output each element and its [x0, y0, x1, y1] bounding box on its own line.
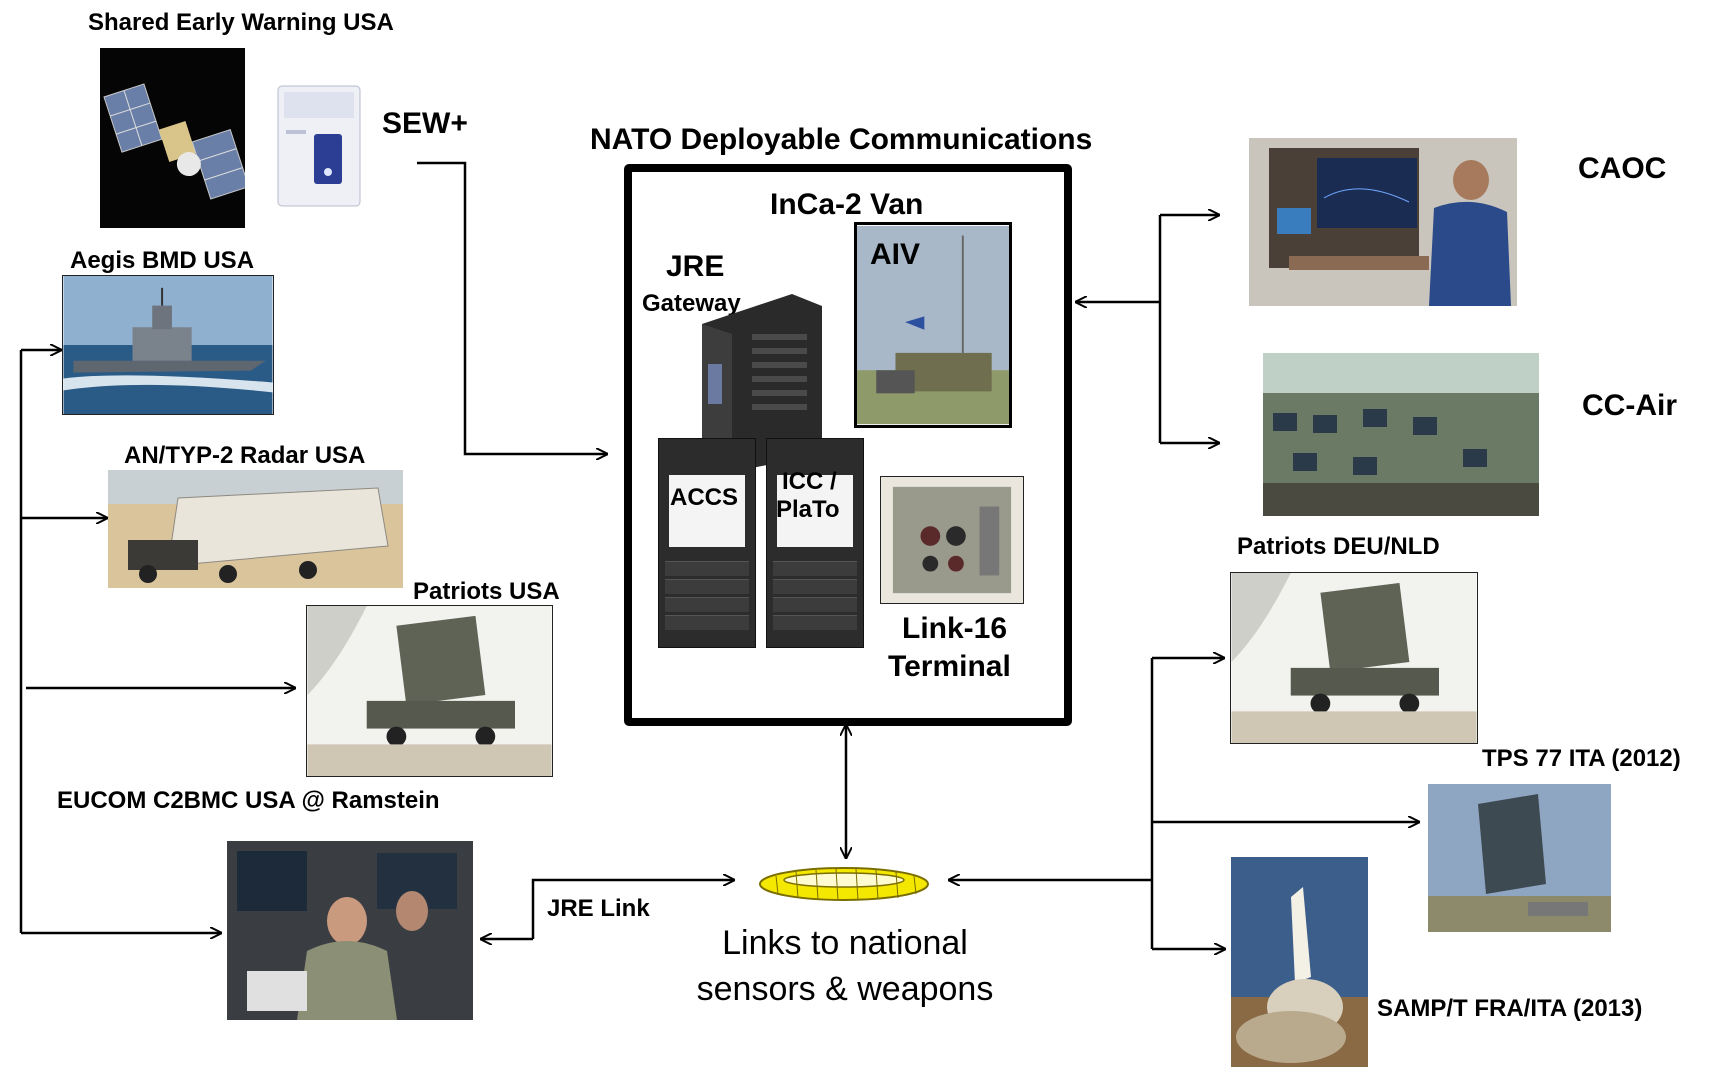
inca2-van-box: InCa-2 Van JRE Gateway AIV ACCS [624, 164, 1072, 726]
jre-link-line [531, 880, 735, 939]
plato-label: PlaTo [776, 496, 840, 523]
aegis-ship-image [62, 275, 274, 415]
tps77-label: TPS 77 ITA (2012) [1482, 745, 1681, 772]
caoc-image [1249, 138, 1517, 306]
jre-gateway-label: Gateway [642, 290, 741, 317]
inca2-van-title: InCa-2 Van [770, 188, 924, 221]
sampt-label: SAMP/T FRA/ITA (2013) [1377, 995, 1643, 1022]
link16-label-2: Terminal [888, 650, 1011, 683]
link16-label-1: Link-16 [902, 612, 1008, 645]
diagram-title: NATO Deployable Communications [590, 123, 1093, 156]
sew-server-image [270, 82, 368, 210]
links-caption-line2: sensors & weapons [696, 970, 994, 1008]
tps77-radar-image [1428, 784, 1611, 932]
link16-terminal-image [880, 476, 1024, 604]
accs-rack [658, 438, 756, 648]
jre-title: JRE [666, 250, 725, 283]
jre-gateway-image [692, 284, 832, 474]
antyp2-radar-image [108, 470, 403, 588]
jre-link-label: JRE Link [547, 895, 650, 922]
icc-plato-rack [766, 438, 864, 648]
sew-to-van-arrow [417, 161, 608, 454]
patriots-deu-image [1230, 572, 1478, 744]
aegis-label: Aegis BMD USA [70, 247, 255, 274]
sampt-launch-image [1231, 857, 1368, 1067]
caoc-label: CAOC [1578, 152, 1667, 185]
aiv-image [854, 222, 1012, 428]
eucom-operators-image [227, 841, 473, 1020]
accs-label: ACCS [670, 484, 739, 511]
shared-early-warning-label: Shared Early Warning USA [88, 9, 394, 36]
links-caption: Links to national sensors & weapons [640, 920, 1050, 1012]
satellite-image [100, 48, 245, 228]
cc-air-image [1263, 353, 1539, 516]
links-coil-icon [756, 862, 932, 906]
sew-plus-label: SEW+ [382, 107, 468, 140]
cc-air-label: CC-Air [1582, 389, 1677, 422]
patriots-deu-label: Patriots DEU/NLD [1237, 533, 1440, 560]
patriots-usa-image [306, 605, 553, 777]
antyp2-label: AN/TYP-2 Radar USA [124, 442, 366, 469]
aiv-label: AIV [870, 238, 921, 271]
patriots-usa-label: Patriots USA [413, 578, 560, 605]
links-caption-line1: Links to national [722, 924, 968, 962]
eucom-label: EUCOM C2BMC USA @ Ramstein [57, 787, 440, 814]
icc-label: ICC / [782, 468, 837, 495]
